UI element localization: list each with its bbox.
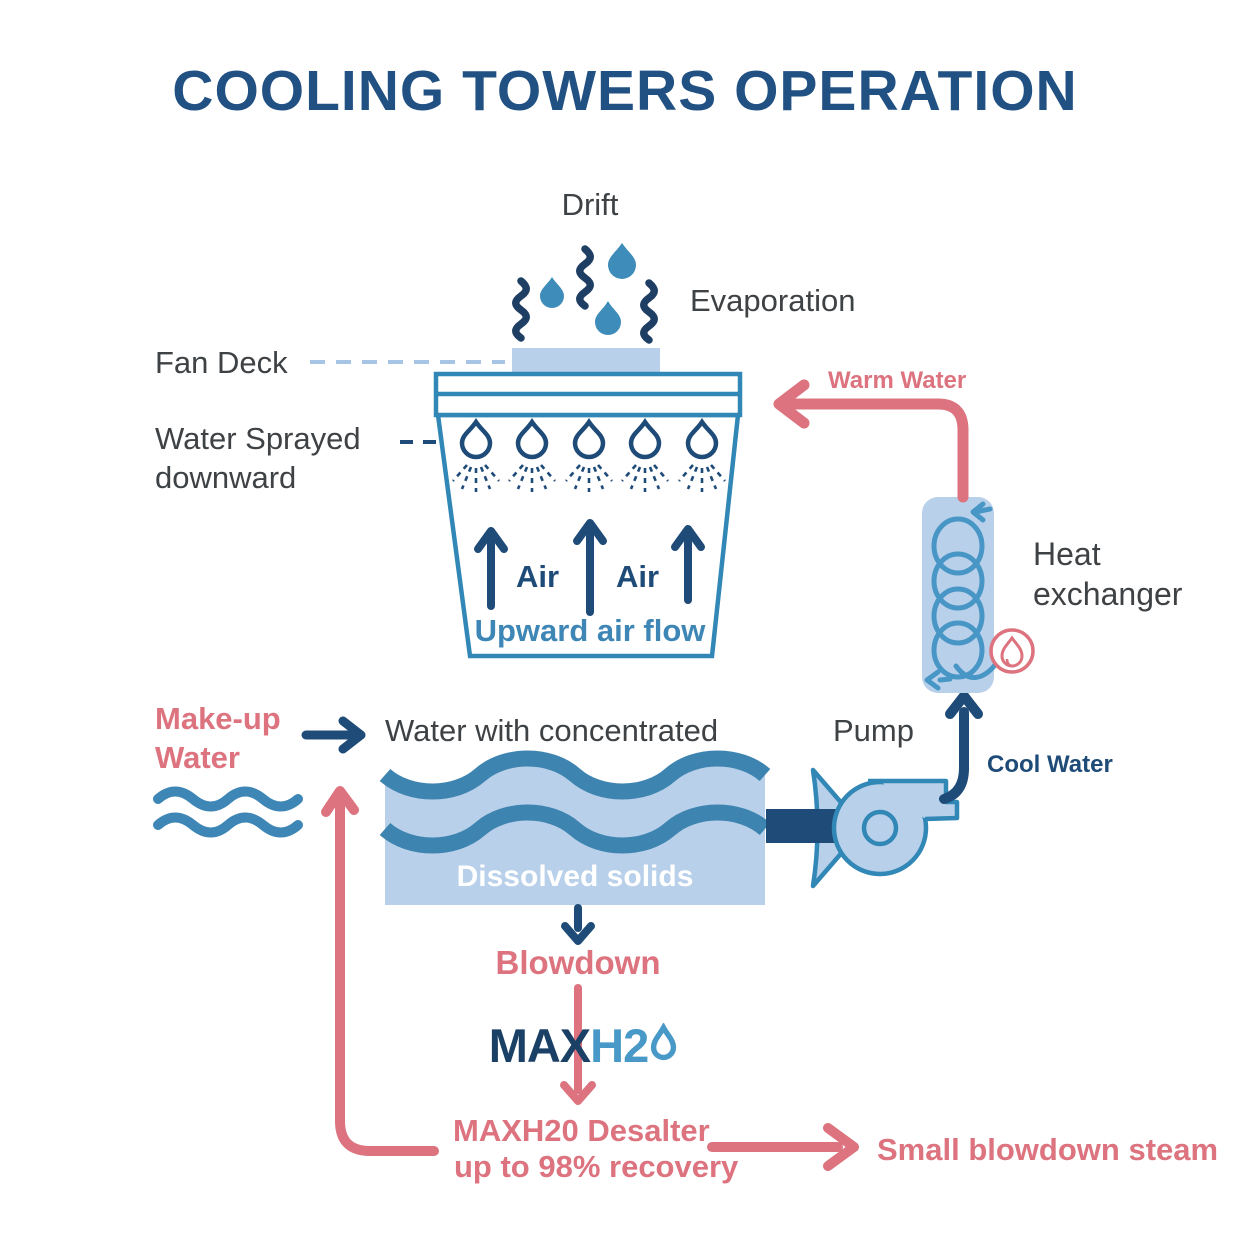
desalter-label-line1: MAXH20 Desalter [453, 1113, 710, 1148]
water-concentrated-label: Water with concentrated [385, 713, 719, 748]
makeup-water-waves-icon [153, 786, 303, 838]
evaporation-label: Evaporation [690, 283, 856, 318]
blowdown-arrow [561, 904, 595, 945]
small-blowdown-label: Small blowdown steam [877, 1132, 1219, 1167]
pump-label: Pump [833, 713, 914, 748]
evaporation-steam-icon [512, 245, 658, 344]
desalter-label-line2: up to 98% recovery [454, 1149, 739, 1184]
flame-icon [989, 628, 1035, 674]
basin-shape [379, 750, 771, 905]
recovery-return-line [321, 786, 439, 1156]
air-up-arrows-icon [474, 519, 705, 616]
spray-nozzles-icon [452, 417, 726, 492]
makeup-water-label: Make-up Water [155, 701, 281, 776]
blowdown-to-desalter-line [560, 984, 596, 1105]
fan-deck-label: Fan Deck [155, 345, 288, 380]
drift-label: Drift [561, 187, 619, 222]
evaporation-droplets-icon [540, 243, 636, 335]
page-title: COOLING TOWERS OPERATION [172, 59, 1078, 123]
blowdown-label: Blowdown [495, 944, 661, 981]
logo-droplet-icon [651, 1023, 677, 1061]
water-sprayed-label: Water Sprayed downward [155, 421, 361, 496]
basin-pump-pipe [766, 809, 836, 843]
warm-water-label: Warm Water [828, 367, 967, 394]
heat-exchanger-icon [922, 497, 1035, 693]
heat-exchanger-label: Heat exchanger [1033, 536, 1183, 613]
dissolved-solids-label: Dissolved solids [456, 860, 694, 893]
fan-deck-shape [512, 348, 660, 375]
upward-air-flow-label: Upward air flow [474, 613, 706, 648]
logo-h2-text: H2 [590, 1019, 649, 1072]
air-label-left: Air [516, 559, 560, 594]
logo-max-text: MAX [488, 1019, 591, 1072]
cool-water-pipe [939, 691, 983, 804]
air-label-right: Air [616, 559, 660, 594]
cool-water-label: Cool Water [987, 751, 1113, 778]
warm-water-pipe [773, 379, 969, 503]
small-blowdown-arrow [707, 1123, 859, 1171]
makeup-flow-arrow [301, 716, 366, 754]
pump-icon [766, 767, 960, 889]
